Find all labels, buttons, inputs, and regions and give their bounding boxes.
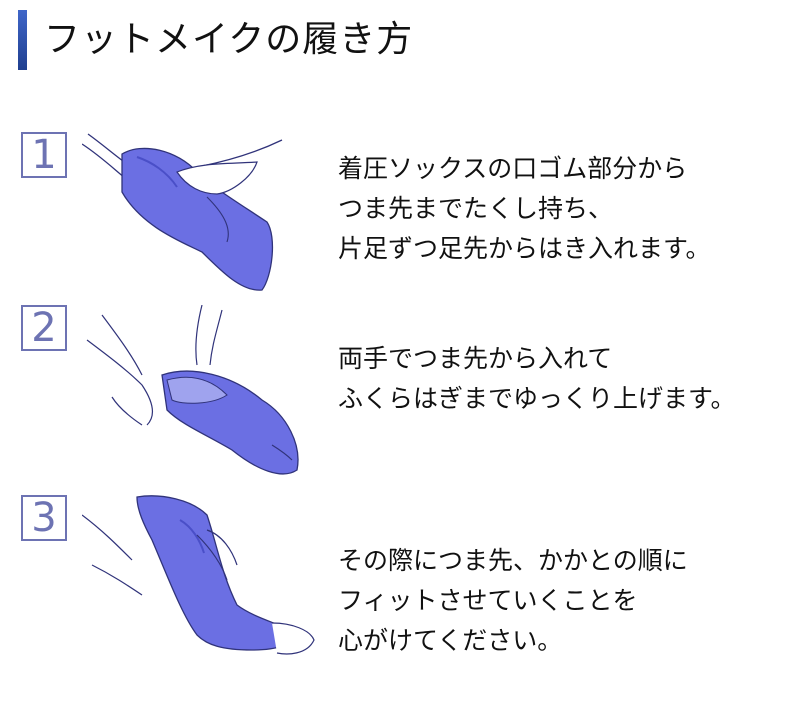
step-2-description: 両手でつま先から入れて ふくらはぎまでゆっくり上げます。 xyxy=(338,339,736,419)
step-2: 2 両手でつま先から入れて ふくらはぎまでゆっくり上げます。 xyxy=(0,305,800,495)
step-3-description: その際につま先、かかとの順に フィットさせていくことを 心がけてください。 xyxy=(338,541,688,661)
step-number-2: 2 xyxy=(21,305,67,351)
description-line: 心がけてください。 xyxy=(338,626,563,655)
description-line: ふくらはぎまでゆっくり上げます。 xyxy=(338,384,736,413)
page-title: フットメイクの履き方 xyxy=(44,19,414,60)
step-number-3: 3 xyxy=(21,495,67,541)
description-line: 着圧ソックスの口ゴム部分から xyxy=(338,154,688,183)
step-number-1: 1 xyxy=(21,132,67,178)
step-1: 1 着圧ソックスの口ゴム部分から つま先までたくし持ち、 片足ずつ足先からはき入… xyxy=(0,132,800,322)
description-line: 両手でつま先から入れて xyxy=(338,344,613,373)
step-1-description: 着圧ソックスの口ゴム部分から つま先までたくし持ち、 片足ずつ足先からはき入れま… xyxy=(338,149,711,269)
step-2-illustration xyxy=(86,305,299,475)
step-3: 3 その際につま先、かかとの順に フィットさせていくことを 心がけてください。 xyxy=(0,495,800,685)
description-line: つま先までたくし持ち、 xyxy=(338,194,614,223)
description-line: フィットさせていくことを xyxy=(338,586,638,615)
description-line: その際につま先、かかとの順に xyxy=(338,546,688,575)
description-line: 片足ずつ足先からはき入れます。 xyxy=(338,234,711,263)
title-accent-bar xyxy=(18,10,27,70)
step-1-illustration xyxy=(82,133,283,291)
step-3-illustration xyxy=(82,495,315,655)
